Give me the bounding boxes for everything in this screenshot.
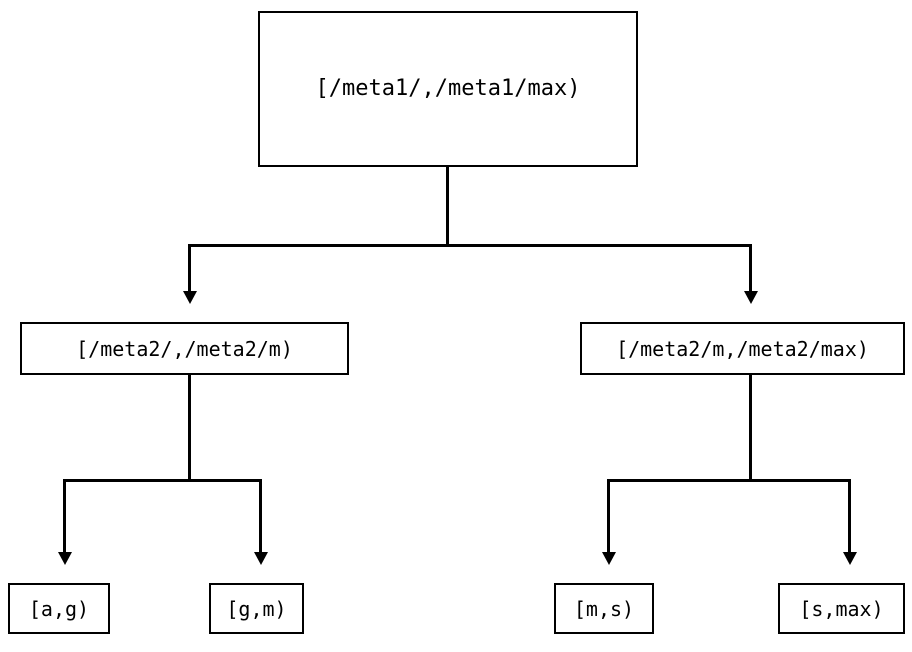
edge-level1-horizontal-bar	[189, 244, 751, 247]
edge-meta2-low-to-leaf-gm	[259, 479, 262, 553]
arrowhead-icon-meta2-low	[183, 291, 197, 304]
tree-node-root: [/meta1/,/meta1/max)	[258, 11, 638, 167]
tree-node-meta2-low-label: [/meta2/,/meta2/m)	[76, 336, 293, 361]
edge-meta2-high-stem	[749, 375, 752, 481]
tree-node-meta2-high: [/meta2/m,/meta2/max)	[580, 322, 905, 375]
arrowhead-icon-leaf-ms	[602, 552, 616, 565]
edge-meta2-high-to-leaf-smax	[848, 479, 851, 553]
tree-node-leaf-smax-label: [s,max)	[799, 596, 884, 621]
edge-meta2-low-stem	[188, 375, 191, 481]
tree-node-leaf-ms: [m,s)	[554, 583, 654, 634]
tree-node-leaf-gm: [g,m)	[209, 583, 304, 634]
edge-meta2-low-to-leaf-ag	[63, 479, 66, 553]
arrowhead-icon-leaf-smax	[843, 552, 857, 565]
arrowhead-icon-meta2-high	[744, 291, 758, 304]
arrowhead-icon-leaf-gm	[254, 552, 268, 565]
edge-meta2-high-to-leaf-ms	[607, 479, 610, 553]
arrowhead-icon-leaf-ag	[58, 552, 72, 565]
tree-node-meta2-low: [/meta2/,/meta2/m)	[20, 322, 349, 375]
tree-node-leaf-ag: [a,g)	[8, 583, 110, 634]
tree-node-leaf-ms-label: [m,s)	[573, 596, 635, 621]
edge-right-horizontal-bar	[607, 479, 851, 482]
edge-root-to-meta2-low	[188, 244, 191, 292]
tree-node-root-label: [/meta1/,/meta1/max)	[315, 76, 581, 101]
tree-node-leaf-ag-label: [a,g)	[28, 596, 90, 621]
tree-node-leaf-smax: [s,max)	[778, 583, 905, 634]
tree-node-meta2-high-label: [/meta2/m,/meta2/max)	[616, 336, 869, 361]
edge-left-horizontal-bar	[63, 479, 262, 482]
tree-node-leaf-gm-label: [g,m)	[226, 596, 287, 621]
edge-root-stem	[446, 167, 449, 246]
edge-root-to-meta2-high	[749, 244, 752, 292]
